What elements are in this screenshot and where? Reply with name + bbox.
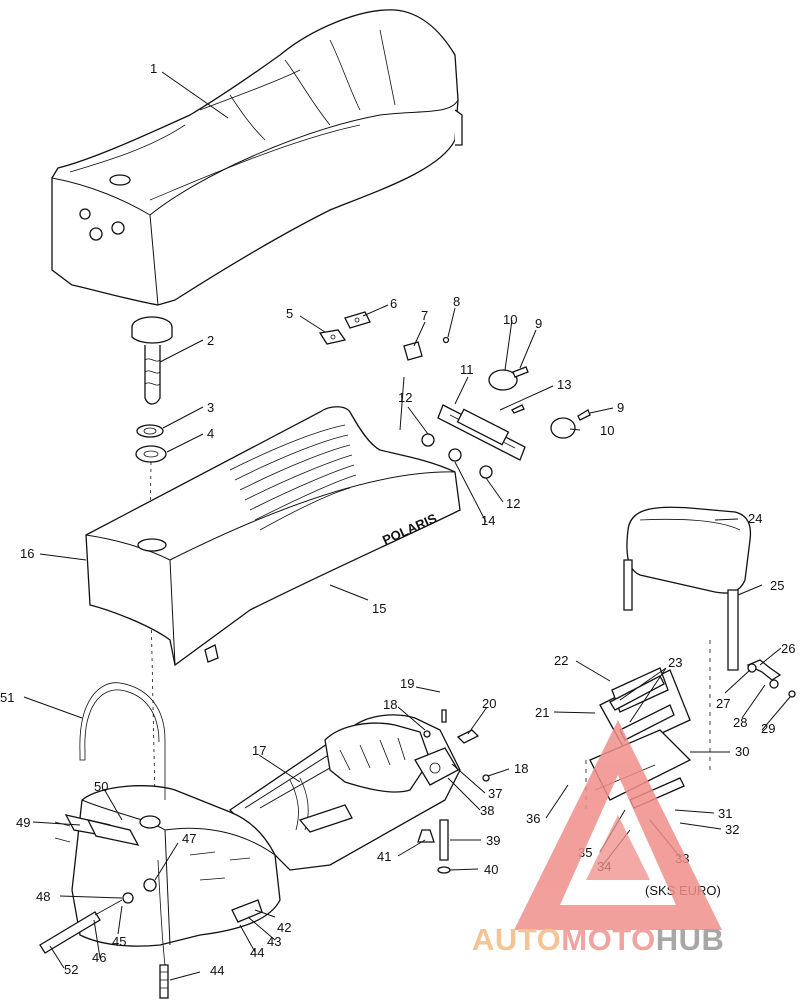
callout-29: 29 xyxy=(761,721,775,736)
callout-31: 31 xyxy=(718,806,732,821)
callout-4: 4 xyxy=(207,426,214,441)
callout-45: 44 xyxy=(210,963,224,978)
callout-32: 32 xyxy=(725,822,739,837)
grommet-part xyxy=(136,424,164,438)
watermark-triangle-icon xyxy=(514,720,722,930)
callout-1: 1 xyxy=(150,61,157,76)
watermark-brand-auto: AUTO xyxy=(472,922,562,957)
hood-cover-part: POLARIS xyxy=(85,406,461,667)
callout-14: 14 xyxy=(481,513,495,528)
callout-7: 7 xyxy=(421,308,428,323)
grommet-lower-part xyxy=(135,445,167,463)
callout-39: 39 xyxy=(486,833,500,848)
callout-28: 28 xyxy=(733,715,747,730)
callout-11: 11 xyxy=(460,362,474,377)
fuel-tank-part xyxy=(39,682,281,999)
callout-48: 47 xyxy=(182,831,196,846)
watermark-brand-moto: MOTO xyxy=(561,922,656,957)
callout-23: 23 xyxy=(668,655,682,670)
callout-12b: 12 xyxy=(506,496,520,511)
callout-9b: 9 xyxy=(617,400,624,415)
callout-27: 27 xyxy=(716,696,730,711)
chassis-tray-part xyxy=(228,709,490,874)
callout-19: 19 xyxy=(400,676,414,691)
callout-30: 30 xyxy=(735,744,749,759)
callout-20: 20 xyxy=(482,696,496,711)
callout-2: 2 xyxy=(207,333,214,348)
callout-8: 8 xyxy=(453,294,460,309)
callout-17: 17 xyxy=(252,743,266,758)
watermark-brand: AUTOMOTOHUB xyxy=(472,922,724,958)
callout-26: 26 xyxy=(781,641,795,656)
callout-12: 12 xyxy=(398,390,412,405)
callout-49: 48 xyxy=(36,889,50,904)
callout-6: 6 xyxy=(390,296,397,311)
callout-9: 9 xyxy=(535,316,542,331)
callout-43: 43 xyxy=(267,934,281,949)
watermark-brand-hub: HUB xyxy=(655,922,725,957)
filler-cap-part xyxy=(131,316,173,405)
callout-21: 21 xyxy=(535,705,549,720)
callout-5: 5 xyxy=(286,306,293,321)
callout-44: 52 xyxy=(64,962,78,977)
callout-3: 3 xyxy=(207,400,214,415)
callout-38: 38 xyxy=(480,803,494,818)
callout-22: 22 xyxy=(554,653,568,668)
callout-46: 45 xyxy=(112,934,126,949)
callout-42: 42 xyxy=(277,920,291,935)
callout-44b: 44 xyxy=(250,945,264,960)
callout-37: 37 xyxy=(488,786,502,801)
callout-15: 15 xyxy=(372,601,386,616)
callout-13: 13 xyxy=(557,377,571,392)
callout-40: 40 xyxy=(484,862,498,877)
callout-25: 25 xyxy=(770,578,784,593)
callout-10: 10 xyxy=(503,312,517,327)
callout-24: 24 xyxy=(748,511,762,526)
callout-16: 16 xyxy=(20,546,34,561)
callout-18b: 18 xyxy=(514,761,528,776)
callout-51: 50 xyxy=(94,779,108,794)
callout-18: 18 xyxy=(383,697,397,712)
callout-50: 49 xyxy=(16,815,30,830)
callout-10b: 10 xyxy=(600,423,614,438)
seat-part xyxy=(51,9,463,306)
callout-41: 41 xyxy=(377,849,391,864)
callout-36: 36 xyxy=(526,811,540,826)
callout-47: 46 xyxy=(92,950,106,965)
callout-52: 51 xyxy=(0,690,14,705)
